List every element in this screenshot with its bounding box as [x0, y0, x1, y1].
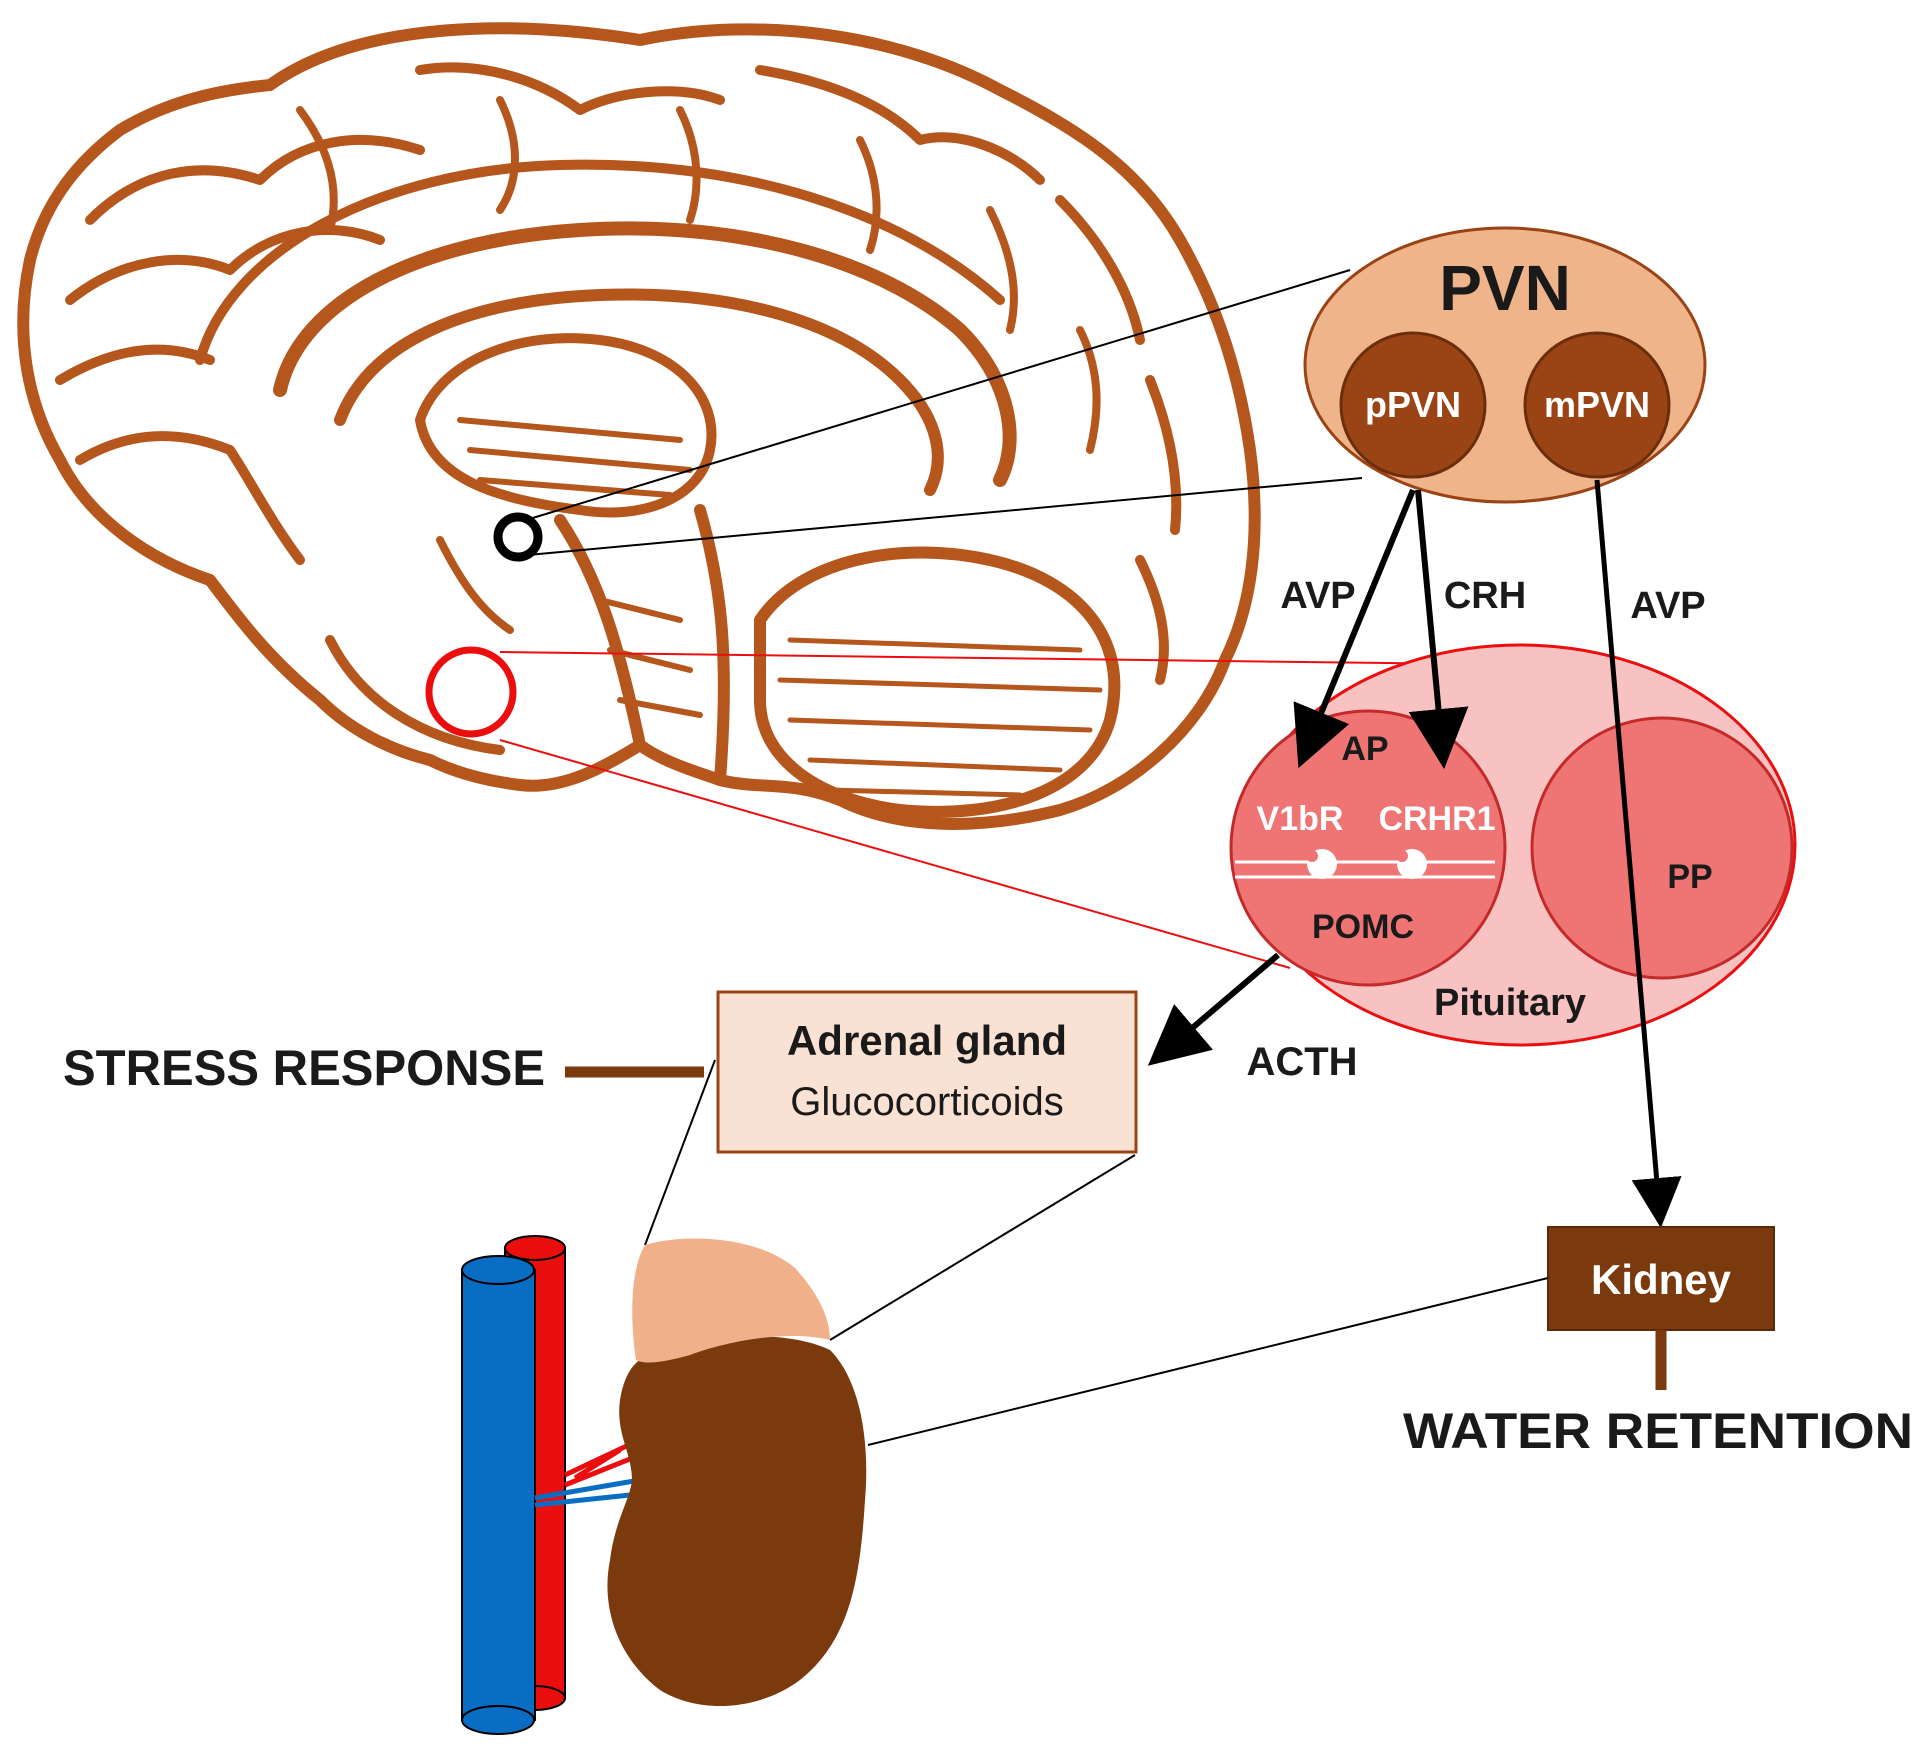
gyrus-fold [65, 225, 385, 305]
brain-outline [17, 22, 1261, 830]
kidney-connector [867, 1277, 1549, 1446]
crhr1-receptor-icon [1396, 849, 1427, 879]
cerebellum-texture [777, 637, 1103, 798]
water-retention-label: WATER RETENTION [1403, 1403, 1913, 1459]
pituitary-location-marker [425, 646, 517, 738]
v1br-label: V1bR [1257, 800, 1344, 838]
adrenal-gland-cap [632, 1238, 830, 1363]
gyrus-fold [296, 106, 338, 234]
mpvn-label: mPVN [1544, 384, 1650, 425]
stress-response-label: STRESS RESPONSE [63, 1040, 545, 1096]
pp-label: PP [1667, 858, 1712, 896]
pvn-label: PVN [1439, 252, 1571, 324]
gyrus-fold [676, 106, 701, 224]
connector-line [527, 477, 1363, 556]
gyrus-fold [1076, 326, 1101, 454]
acth-arrow-to-adrenal [1147, 952, 1280, 1066]
avp-arrow-to-ap [1293, 488, 1416, 769]
crh-arrow-to-ap [1408, 489, 1469, 769]
avp-arrow-to-kidney [1594, 479, 1682, 1228]
blood-vessels [461, 1235, 641, 1735]
connector-line [829, 1154, 1136, 1341]
adrenal-gland-title: Adrenal gland [787, 1017, 1067, 1064]
brain-illustration [17, 22, 1261, 830]
gyrus-fold [986, 206, 1018, 334]
posterior-pituitary-circle [1530, 716, 1794, 980]
connector-line [644, 1059, 716, 1246]
avp-label-right: AVP [1630, 585, 1705, 627]
pvn-location-marker [493, 512, 543, 562]
gyrus-fold [856, 136, 881, 254]
crhr1-label: CRHR1 [1378, 800, 1495, 838]
mpvn-circle [1523, 331, 1671, 479]
gyrus-fold [755, 65, 1045, 185]
renal-vein-branch [534, 1477, 641, 1508]
kidney-body [607, 1336, 867, 1707]
renal-artery-branch [563, 1439, 641, 1488]
thalamus [415, 333, 717, 518]
corpus-callosum [273, 221, 1017, 487]
gyrus-fold [85, 135, 425, 225]
hypothalamus-region [436, 536, 514, 634]
corpus-callosum-inner [334, 288, 944, 496]
pomc-label: POMC [1312, 908, 1414, 946]
vein-bottom [461, 1705, 535, 1735]
artery-top [504, 1235, 566, 1261]
pituitary-label: Pituitary [1434, 982, 1586, 1024]
vein-tube [461, 1269, 536, 1721]
crh-label: CRH [1444, 575, 1526, 617]
gyrus-fold [75, 431, 305, 565]
gyrus-fold [415, 62, 725, 115]
vein-top [461, 1255, 535, 1285]
thalamus-hatching [457, 417, 693, 498]
adrenal-gland-box [716, 990, 1138, 1154]
kidney-label: Kidney [1591, 1256, 1732, 1303]
anterior-pituitary-circle [1229, 709, 1507, 987]
acth-label: ACTH [1246, 1040, 1357, 1084]
cingulate-gyrus [195, 159, 1005, 365]
glucocorticoids-label: Glucocorticoids [790, 1080, 1063, 1124]
kidney-illustration [607, 1238, 867, 1707]
ppvn-label: pPVN [1365, 384, 1461, 425]
connector-line [525, 269, 1351, 521]
gyrus-fold [1055, 195, 1145, 345]
gyrus-fold [55, 344, 215, 385]
gyrus-fold [1135, 555, 1169, 685]
ap-label: AP [1341, 730, 1388, 768]
ppvn-circle [1339, 331, 1487, 479]
avp-label-left: AVP [1280, 575, 1355, 617]
v1br-receptor-icon [1306, 849, 1337, 879]
brainstem [554, 504, 730, 786]
gyrus-fold [496, 96, 519, 214]
gyrus-fold [1145, 375, 1182, 535]
connector-line-red [499, 739, 1291, 969]
temporal-lobe [325, 635, 505, 755]
